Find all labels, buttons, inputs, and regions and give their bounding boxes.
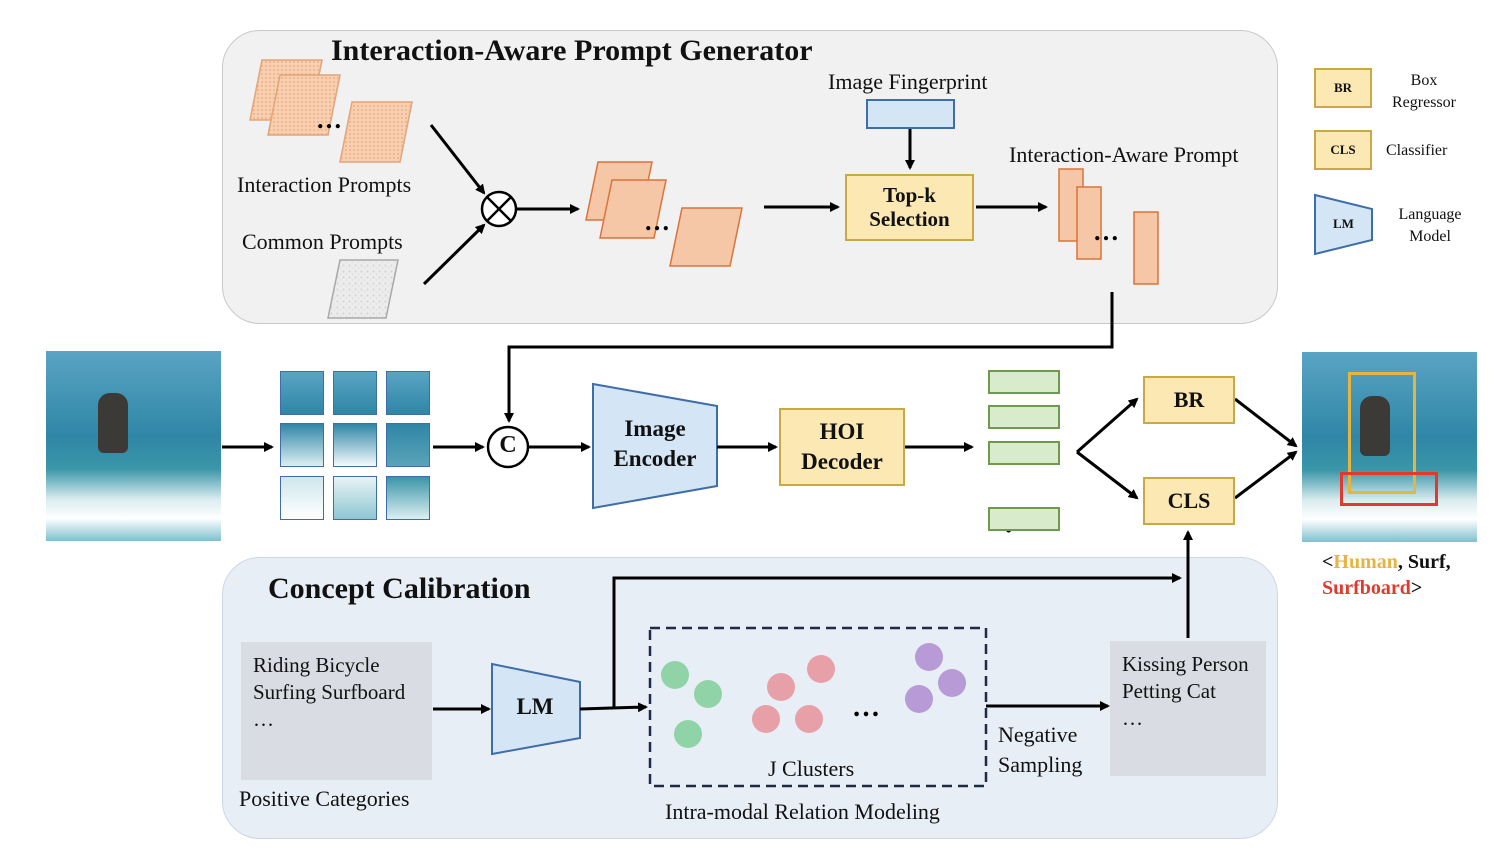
hoi-decoder-box: HOI Decoder: [779, 408, 905, 486]
topk-line1: Top-k: [883, 183, 936, 208]
interaction-aware-prompt-label: Interaction-Aware Prompt: [1009, 142, 1239, 167]
legend-lm-line2: Model: [1409, 228, 1451, 245]
output-caption: <Human, Surf, Surfboard>: [1322, 549, 1482, 601]
interaction-prompts-label: Interaction Prompts: [237, 172, 412, 197]
br-box: BR: [1143, 376, 1235, 424]
legend-br-box: BR: [1314, 68, 1372, 108]
patch: [280, 371, 324, 415]
positive-line: Riding Bicycle: [253, 653, 380, 677]
feature-token: [988, 507, 1060, 531]
caption-human: Human: [1333, 551, 1398, 573]
lm-label: LM: [516, 694, 554, 719]
legend-br-line2: Regressor: [1392, 94, 1456, 111]
image-fingerprint-box: [866, 99, 955, 129]
common-prompts-label: Common Prompts: [242, 229, 403, 254]
image-encoder-line2: Encoder: [613, 446, 697, 471]
feature-token: [988, 370, 1060, 394]
caption-surf: Surf,: [1407, 551, 1451, 573]
legend-lm-line1: Language: [1398, 206, 1462, 223]
patch: [333, 423, 377, 467]
hoi-decoder-line2: Decoder: [801, 449, 883, 474]
image-encoder-label: Image Encoder: [593, 414, 717, 474]
clusters-label: J Clusters: [768, 756, 855, 781]
patch: [386, 476, 430, 520]
patch: [333, 371, 377, 415]
cls-box: CLS: [1143, 477, 1235, 525]
negative-line: Kissing Person: [1122, 652, 1249, 676]
hoi-decoder-line1: HOI: [819, 419, 865, 444]
caption-open: <: [1322, 551, 1334, 573]
surfboard-bounding-box: [1340, 472, 1438, 506]
caption-surfboard: Surfboard: [1322, 577, 1411, 599]
negative-sampling-line2: Sampling: [998, 752, 1083, 777]
patch: [386, 423, 430, 467]
negative-line: …: [1122, 706, 1143, 730]
feature-token: [988, 405, 1060, 429]
relation-modeling-caption: Intra-modal Relation Modeling: [665, 799, 940, 824]
input-image: [46, 351, 221, 541]
prompt-generator-title: Interaction-Aware Prompt Generator: [331, 34, 813, 67]
topk-selection-box: Top-k Selection: [845, 174, 974, 241]
concept-calibration-title: Concept Calibration: [268, 572, 531, 605]
surfer-figure: [98, 393, 128, 453]
patch: [386, 371, 430, 415]
negative-sampling-line1: Negative: [998, 722, 1078, 747]
legend-lm-text: Language Model: [1390, 204, 1470, 248]
image-encoder-line1: Image: [624, 416, 686, 441]
human-bounding-box: [1348, 372, 1416, 494]
feature-token: [988, 441, 1060, 465]
legend-lm-tag: LM: [1333, 216, 1354, 231]
patch: [280, 423, 324, 467]
positive-line: Surfing Surfboard: [253, 680, 406, 704]
negative-categories-doc: Kissing Person Petting Cat …: [1110, 641, 1266, 776]
output-image: [1302, 352, 1477, 542]
negative-line: Petting Cat: [1122, 679, 1216, 703]
image-fingerprint-label: Image Fingerprint: [828, 69, 988, 94]
patch: [280, 476, 324, 520]
surfer-figure: [1360, 396, 1390, 456]
legend-br-text: Box Regressor: [1386, 70, 1462, 114]
concat-label: C: [499, 432, 517, 458]
positive-categories-doc: Riding Bicycle Surfing Surfboard …: [241, 642, 432, 780]
caption-close: >: [1410, 577, 1423, 599]
legend-cls-box: CLS: [1314, 130, 1372, 170]
positive-categories-caption: Positive Categories: [239, 786, 410, 811]
positive-line: …: [253, 707, 274, 731]
image-patch-grid: [280, 371, 432, 521]
patch: [333, 476, 377, 520]
caption-sep: ,: [1397, 551, 1408, 573]
legend-br-line1: Box: [1410, 72, 1438, 89]
topk-line2: Selection: [869, 206, 950, 231]
legend-cls-text: Classifier: [1386, 142, 1448, 159]
negative-sampling-label: Negative Sampling: [998, 720, 1082, 780]
